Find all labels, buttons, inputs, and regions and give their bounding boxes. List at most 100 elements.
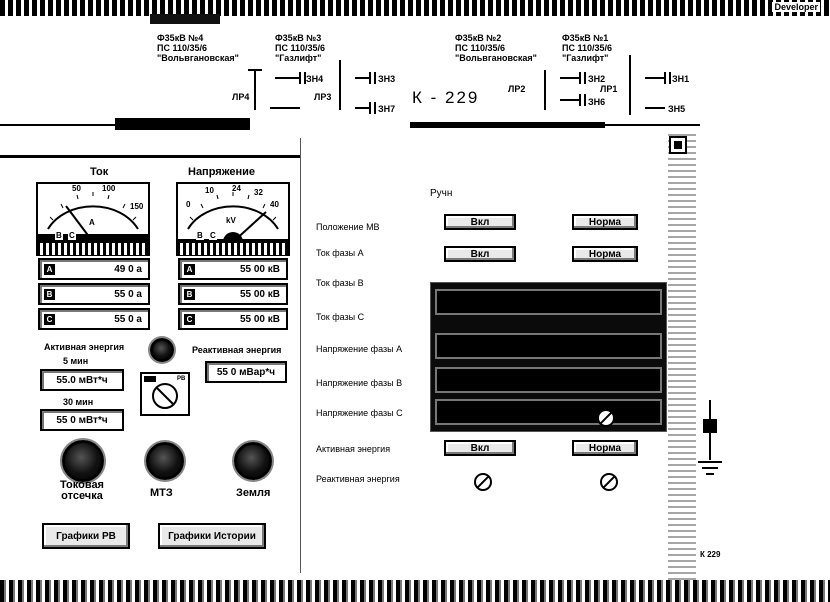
label-zn5: ЗН5 (668, 104, 686, 114)
feeder-3-line1: Ф35кВ №3 (275, 33, 322, 43)
current-scale-150: 150 (130, 202, 144, 211)
label-zn2: ЗН2 (588, 74, 606, 84)
label-zn6: ЗН6 (588, 97, 606, 107)
voltage-unit: kV (226, 216, 236, 225)
current-phase-tag-b: B (55, 231, 63, 240)
panel-row-1 (435, 289, 662, 315)
voltage-scale-40: 40 (270, 200, 279, 209)
feeder-3-caption: Ф35кВ №3 ПС 110/35/6 "Газлифт" (275, 33, 325, 63)
voltage-phase-tag-b: B (196, 231, 204, 240)
voltage-phase-a-display: A 55 00 кВ (178, 258, 288, 280)
label-lr4: ЛР4 (232, 92, 250, 102)
ground-label: Земля (236, 487, 271, 499)
interval-5-label: 5 мин (63, 356, 89, 366)
phase-c-tag: C (184, 313, 195, 325)
hidden-rows-panel (430, 282, 667, 432)
label-zn1: ЗН1 (672, 74, 690, 84)
voltage-scale-10: 10 (205, 186, 214, 195)
current-phase-a-value: 49 0 а (114, 263, 142, 275)
reactive-energy-no-entry-icon[interactable] (474, 473, 492, 491)
feeder-1-line1: Ф35кВ №1 (562, 33, 609, 43)
interval-30-label: 30 мин (63, 397, 94, 407)
voltage-phase-c-display: C 55 00 кВ (178, 308, 288, 330)
current-phase-c-value: 55 0 а (114, 313, 142, 325)
voltage-phase-a-value: 55 00 кВ (239, 263, 280, 275)
title-bar-noise (0, 0, 830, 16)
voltage-phase-c-value: 55 00 кВ (239, 313, 280, 325)
panel-row-3 (435, 367, 662, 393)
phase-b-tag: B (184, 288, 195, 300)
panel-row-4 (435, 399, 662, 425)
label-lr3: ЛР3 (314, 92, 332, 102)
active-energy-30min-value: 55 0 мВт*ч (56, 414, 108, 426)
feeder-2-line1: Ф35кВ №2 (455, 33, 502, 43)
row-label-current-c: Ток фазы С (316, 312, 365, 322)
graphs-rv-button[interactable]: Графики РВ (42, 523, 130, 549)
window-caption-bar (150, 14, 220, 24)
no-entry-icon[interactable] (597, 409, 615, 427)
reactive-energy-display: 55 0 мВар*ч (205, 361, 287, 383)
ground-knob[interactable] (234, 442, 272, 480)
phase-b-tag: B (44, 288, 55, 300)
current-a-norm-button[interactable]: Норма (572, 246, 638, 262)
phase-a-tag: A (184, 263, 195, 275)
voltage-phase-tag-c: C (209, 231, 217, 240)
panel-row-2 (435, 333, 662, 359)
current-scale-50: 50 (72, 184, 81, 193)
label-zn3: ЗН3 (378, 74, 396, 84)
taskbar (0, 580, 830, 602)
phase-a-tag: A (44, 263, 55, 275)
row-label-voltage-c: Напряжение фазы С (316, 408, 403, 418)
breaker-on-button[interactable]: Вкл (444, 214, 516, 230)
close-icon[interactable] (669, 136, 687, 154)
single-line-scheme (0, 55, 700, 130)
row-label-current-b: Ток фазы В (316, 278, 364, 288)
active-energy-5min-value: 55.0 мВт*ч (56, 374, 108, 386)
rv-switch[interactable] (140, 372, 190, 416)
feeder-3-line2: ПС 110/35/6 (275, 43, 326, 53)
row-label-voltage-b: Напряжение фазы В (316, 378, 403, 388)
current-unit: A (89, 218, 95, 227)
label-lr1: ЛР1 (600, 84, 618, 94)
reactive-energy-label: Реактивная энергия (192, 345, 282, 355)
voltage-scale-24: 24 (232, 184, 241, 193)
mtz-label: МТЗ (150, 487, 173, 499)
current-phase-b-display: B 55 0 а (38, 283, 150, 305)
active-energy-norm-button[interactable]: Норма (572, 440, 638, 456)
row-label-current-a: Ток фазы А (316, 248, 364, 258)
rv-switch-icon (144, 376, 178, 409)
energy-selector-knob[interactable] (150, 338, 174, 362)
reactive-energy-no-entry-icon-2[interactable] (600, 473, 618, 491)
phase-c-tag: C (44, 313, 55, 325)
cell-title: К - 229 (412, 88, 480, 107)
voltage-gauge-title: Напряжение (188, 166, 255, 178)
active-energy-30min-display: 55 0 мВт*ч (40, 409, 124, 431)
feeder-3-line3: "Газлифт" (275, 53, 322, 63)
current-phase-a-display: A 49 0 а (38, 258, 150, 280)
feeder-1-line3: "Газлифт" (562, 53, 609, 63)
active-energy-5min-display: 55.0 мВт*ч (40, 369, 124, 391)
voltage-phase-b-display: B 55 00 кВ (178, 283, 288, 305)
active-energy-on-button[interactable]: Вкл (444, 440, 516, 456)
voltage-scale-0: 0 (186, 200, 191, 209)
graphs-history-button[interactable]: Графики Истории (158, 523, 266, 549)
row-label-voltage-a: Напряжение фазы А (316, 344, 403, 354)
feeder-2-caption: Ф35кВ №2 ПС 110/35/6 "Вольвгановская" (455, 33, 537, 63)
current-a-on-button[interactable]: Вкл (444, 246, 516, 262)
feeder-1-line2: ПС 110/35/6 (562, 43, 613, 53)
label-zn7: ЗН7 (378, 104, 396, 114)
current-scale-100: 100 (102, 184, 116, 193)
current-scale-strip (36, 242, 148, 256)
grounding-symbol-icon (698, 400, 722, 475)
feeder-2-line2: ПС 110/35/6 (455, 43, 506, 53)
mtz-knob[interactable] (146, 442, 184, 480)
tab-caption: К 229 (700, 550, 721, 559)
voltage-scale-32: 32 (254, 188, 263, 197)
current-phase-tag-c: C (68, 231, 76, 240)
current-cutoff-knob[interactable] (62, 440, 104, 482)
mode-label: Ручн (430, 188, 453, 199)
feeder-4-line2: ПС 110/35/6 (157, 43, 208, 53)
feeder-4-line3: "Вольвгановская" (157, 53, 239, 63)
breaker-norm-button[interactable]: Норма (572, 214, 638, 230)
feeder-1-caption: Ф35кВ №1 ПС 110/35/6 "Газлифт" (562, 33, 612, 63)
